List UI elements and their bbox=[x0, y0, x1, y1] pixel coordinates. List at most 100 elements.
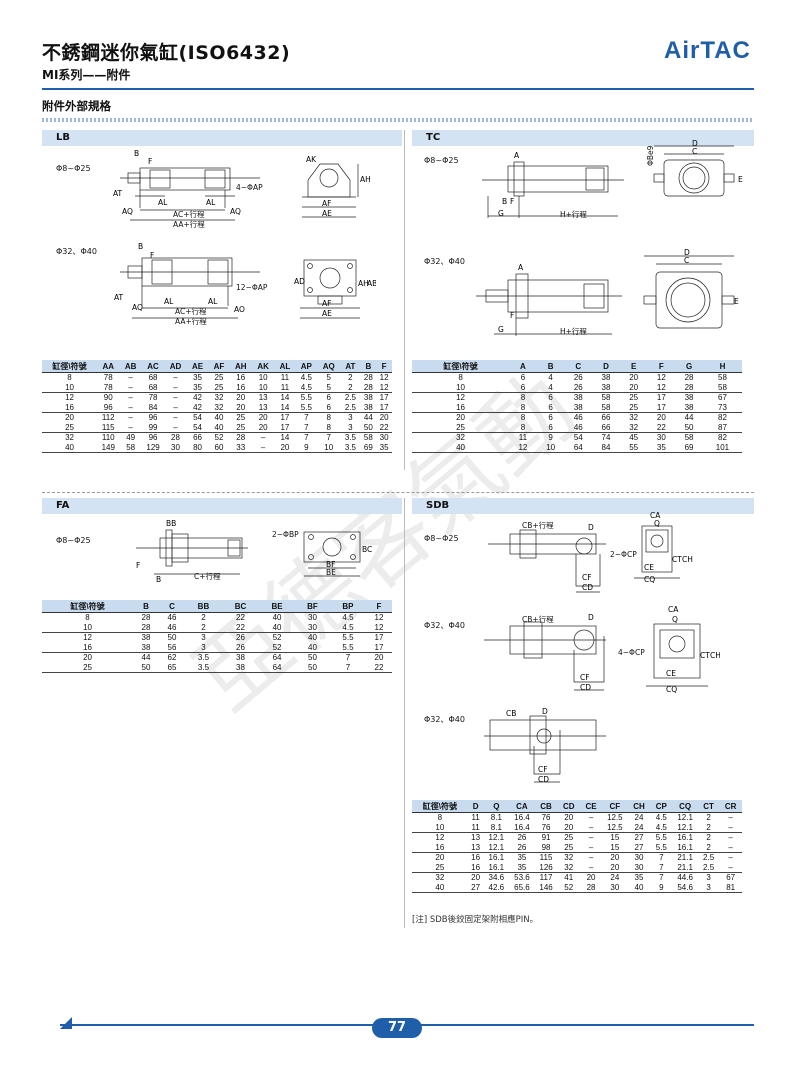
table-cell: 38 bbox=[592, 382, 620, 393]
table-cell: 58 bbox=[684, 433, 694, 442]
table-cell: 7 bbox=[659, 873, 664, 882]
table-cell: 64 bbox=[272, 653, 282, 662]
table-cell: 35 bbox=[193, 373, 202, 382]
svg-text:CF: CF bbox=[580, 673, 590, 682]
table-cell: 12.5 bbox=[607, 813, 623, 822]
table-cell: 3 bbox=[340, 422, 361, 433]
table-cell: 20 bbox=[629, 373, 639, 382]
tc-size-a: Φ8~Φ25 bbox=[424, 156, 459, 165]
table-cell: 55 bbox=[619, 442, 648, 453]
table-cell: 20 bbox=[65, 413, 74, 422]
table-cell: 24 bbox=[627, 822, 651, 833]
tc-table-header: 缸徑\符號 A B C D E F G H bbox=[412, 360, 742, 373]
table-cell: 7 bbox=[304, 413, 309, 422]
lb-size-a: Φ8~Φ25 bbox=[56, 164, 91, 173]
tc-label-h-stroke: H+行程 bbox=[560, 210, 587, 219]
table-cell: 12 bbox=[509, 442, 537, 453]
table-cell: 3.5 bbox=[340, 442, 361, 453]
sdb-label-cp-2: 2−ΦCP bbox=[610, 550, 637, 559]
table-cell: 32 bbox=[619, 422, 648, 433]
svg-text:AT: AT bbox=[114, 293, 124, 302]
table-cell: 45 bbox=[629, 433, 639, 442]
table-cell: 38 bbox=[133, 642, 159, 653]
table-cell: 20 bbox=[379, 413, 389, 422]
table-cell: 25 bbox=[412, 862, 468, 873]
svg-text:A: A bbox=[514, 151, 520, 160]
table-cell: – bbox=[588, 813, 594, 822]
table-cell: 58 bbox=[718, 373, 727, 382]
lb-label-ap-12: 12−ΦAP bbox=[236, 283, 268, 292]
column-divider bbox=[404, 130, 405, 470]
table-cell: 58 bbox=[119, 442, 142, 453]
table-cell: 38 bbox=[221, 662, 260, 673]
tc-drawing-large: A F G bbox=[476, 263, 622, 336]
table-cell: 40 bbox=[272, 613, 282, 622]
table-cell: – bbox=[719, 862, 742, 873]
table-cell: 42 bbox=[186, 402, 209, 413]
table-cell: 25 bbox=[236, 413, 246, 422]
svg-text:B: B bbox=[138, 242, 143, 251]
section-divider bbox=[42, 118, 754, 122]
tag-fa: FA bbox=[42, 498, 402, 514]
tc-side-view-small: D C E bbox=[653, 140, 743, 197]
table-cell: 60 bbox=[208, 442, 230, 453]
svg-text:CD: CD bbox=[538, 775, 549, 784]
svg-text:AH: AH bbox=[358, 279, 369, 288]
svg-text:D: D bbox=[542, 707, 548, 716]
fa-drawing: BB F B bbox=[136, 519, 248, 584]
table-cell: – bbox=[119, 422, 142, 433]
table-cell: – bbox=[173, 393, 178, 402]
table-cell: 91 bbox=[541, 833, 551, 842]
table-cell: 25 bbox=[42, 662, 134, 673]
sdb-label-cb-stroke: CB+行程 bbox=[522, 521, 554, 530]
table-cell: 50 bbox=[360, 422, 377, 433]
svg-text:BC: BC bbox=[362, 545, 372, 554]
table-header-cell: AQ bbox=[317, 360, 341, 373]
svg-text:D: D bbox=[588, 613, 594, 622]
table-cell: 12.1 bbox=[483, 842, 510, 853]
table-cell: 68 bbox=[148, 373, 158, 382]
table-header-cell: AB bbox=[119, 360, 142, 373]
table-cell: 40 bbox=[412, 882, 468, 893]
svg-text:AL: AL bbox=[164, 297, 174, 306]
table-cell: 20 bbox=[564, 813, 574, 822]
table-cell: 32 bbox=[456, 433, 465, 442]
svg-text:CA: CA bbox=[650, 512, 661, 520]
table-cell: 2 bbox=[184, 622, 222, 633]
table-cell: 35 bbox=[509, 862, 535, 873]
table-cell: 82 bbox=[718, 413, 727, 422]
svg-text:AF: AF bbox=[322, 199, 331, 208]
footer-marker-icon bbox=[60, 1017, 72, 1029]
lb-label-aa-stroke: AA+行程 bbox=[173, 220, 205, 229]
table-cell: – bbox=[164, 422, 187, 433]
table-cell: 3 bbox=[184, 642, 222, 653]
table-cell: – bbox=[719, 822, 742, 833]
table-header-cell: BF bbox=[295, 600, 330, 613]
table-cell: – bbox=[164, 382, 187, 393]
table-cell: 96 bbox=[97, 402, 120, 413]
table-cell: 13 bbox=[258, 393, 268, 402]
table-cell: 20 bbox=[258, 413, 268, 422]
table-cell: 112 bbox=[101, 413, 115, 422]
table-header-cell: CH bbox=[627, 800, 651, 813]
table-cell: 25 bbox=[564, 833, 574, 842]
section-heading: 附件外部規格 bbox=[42, 99, 111, 113]
table-cell: 2.5 bbox=[340, 402, 361, 413]
table-cell: 38 bbox=[360, 402, 377, 413]
table-cell: 38 bbox=[564, 402, 593, 413]
svg-text:AL: AL bbox=[206, 198, 216, 207]
table-cell: 13 bbox=[471, 833, 481, 842]
sdb-table-header: 缸徑\符號 D Q CA CB CD CE CF CH CP CQ CT CR bbox=[412, 800, 742, 813]
table-cell: 78 bbox=[148, 393, 158, 402]
table-cell: – bbox=[580, 862, 603, 873]
table-header-cell: F bbox=[365, 600, 392, 613]
table-cell: 126 bbox=[534, 862, 558, 873]
table-cell: 5.5 bbox=[329, 642, 366, 653]
table-cell: 20 bbox=[557, 822, 581, 833]
table-cell: 35 bbox=[517, 853, 527, 862]
